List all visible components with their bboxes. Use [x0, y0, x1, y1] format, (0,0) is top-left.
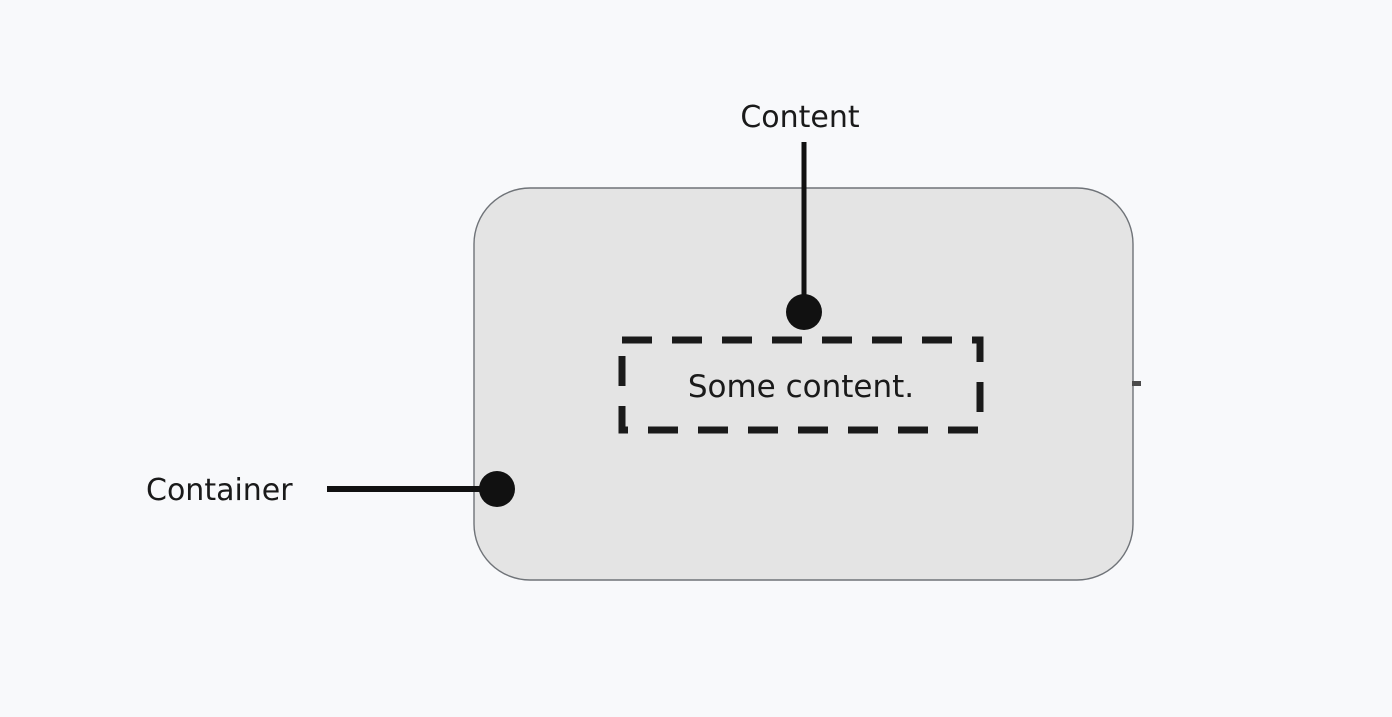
- content-leader-dot: [786, 294, 822, 330]
- content-annotation-label: Content: [740, 100, 860, 135]
- right-edge-tick-icon: [1132, 381, 1141, 386]
- content-box-text: Some content.: [688, 369, 914, 405]
- container-annotation-label: Container: [146, 473, 293, 508]
- content-box: [618, 336, 984, 434]
- container-leader-dot: [479, 471, 515, 507]
